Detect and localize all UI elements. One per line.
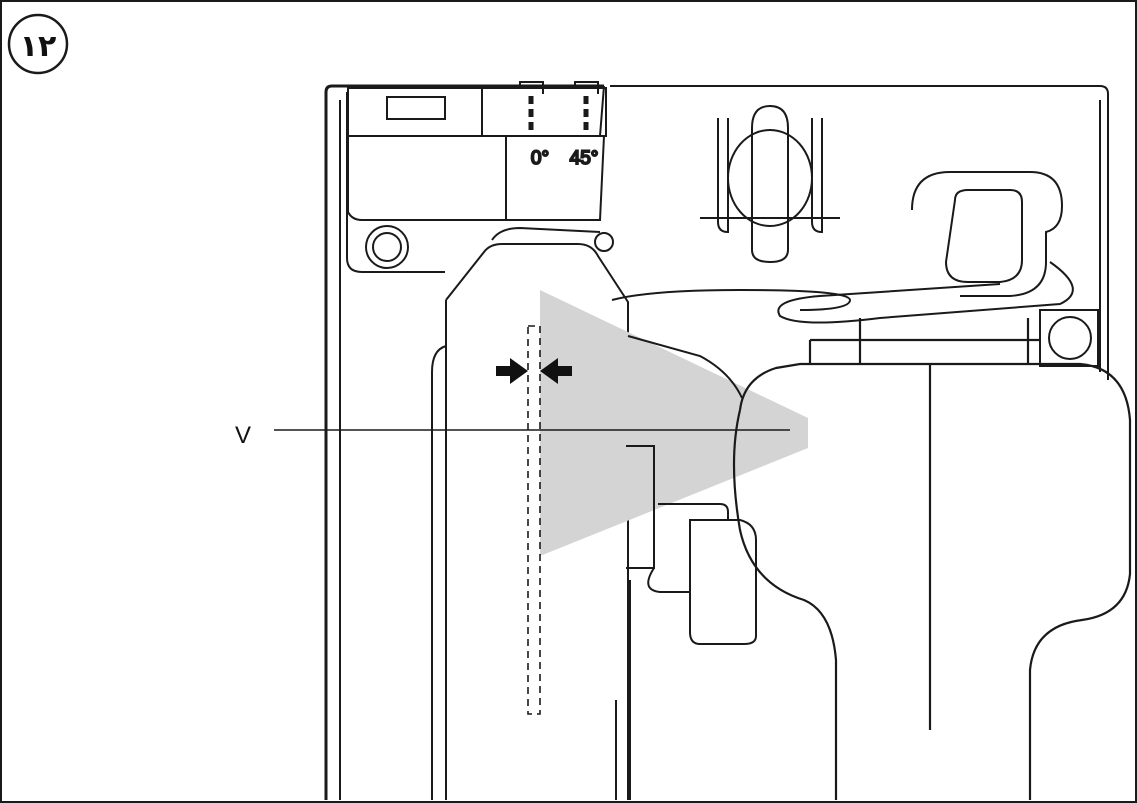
- bevel-lever: [611, 171, 1074, 324]
- step-number: ۱۲: [20, 29, 57, 64]
- motor-housing: [732, 318, 1132, 800]
- step-badge-circle: [7, 13, 69, 75]
- rear-knob: [700, 104, 840, 264]
- blade-guard: [431, 243, 629, 800]
- alignment-arrows-icon: [496, 358, 572, 384]
- angle-label-0: 0°: [531, 148, 549, 169]
- step-badge: ۱۲: [7, 13, 69, 75]
- front-mechanism: [626, 335, 757, 800]
- base-plate: [324, 84, 1109, 800]
- mounting-holes: [365, 225, 1099, 367]
- cut-line-highlight: [540, 290, 808, 556]
- callout-v: V: [235, 422, 790, 449]
- blade-guide: [527, 325, 541, 715]
- callout-label: V: [235, 422, 251, 449]
- angle-scale: 0° 45°: [347, 81, 607, 221]
- angle-label-45: 45°: [570, 148, 599, 169]
